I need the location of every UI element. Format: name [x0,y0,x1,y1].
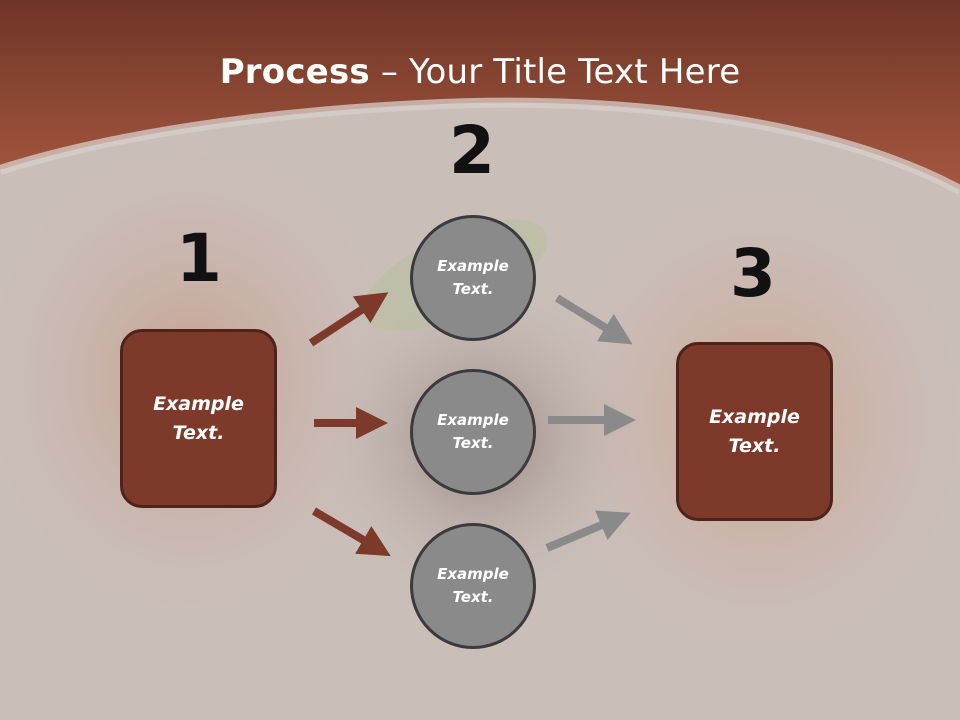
slide-title: Process – Your Title Text Here [0,52,960,92]
step-number-3: 3 [730,235,776,312]
arrow-top-to-right [554,294,633,345]
left-box-text: Example Text. [153,392,244,444]
circle-bottom-text: Example Text. [437,565,509,606]
step-number-1: 1 [176,220,222,297]
title-rest: – Your Title Text Here [369,52,741,92]
circle-top-text: Example Text. [437,257,509,298]
arrow-left-to-top [308,292,389,347]
right-box-text: Example Text. [709,405,800,457]
circle-bottom: Example Text. [410,523,536,649]
arrow-left-to-bottom [311,507,391,557]
circle-middle: Example Text. [410,369,536,495]
arrow-bottom-to-right [545,510,631,552]
step-number-2: 2 [449,112,495,189]
left-box: Example Text. [120,329,277,508]
circle-top: Example Text. [410,215,536,341]
circle-middle-text: Example Text. [437,411,509,452]
title-bold: Process [219,52,370,92]
right-box: Example Text. [676,342,833,521]
